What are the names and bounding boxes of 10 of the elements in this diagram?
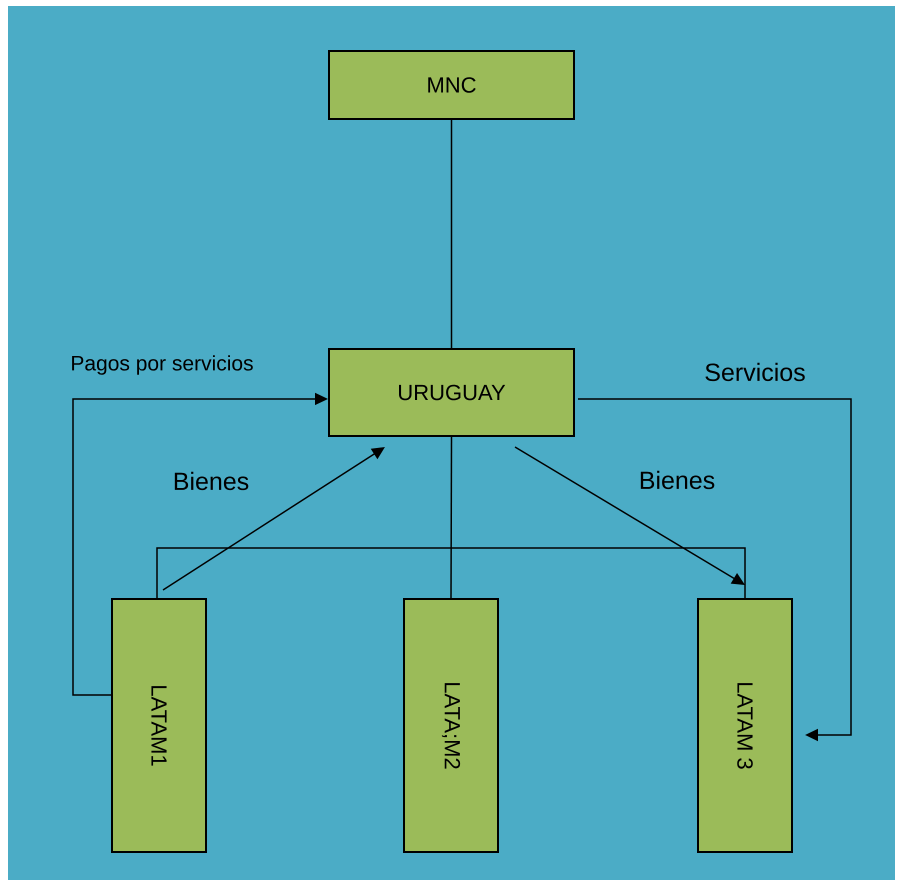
edge-label: Bienes (174, 472, 248, 490)
process-box: LATAM 3 (697, 598, 793, 853)
edge-label: Bienes (640, 470, 714, 490)
edge-label: Servicios (705, 362, 805, 382)
process-box: MNC (328, 50, 575, 120)
process-box: LATA;M2 (403, 598, 499, 853)
process-box: URUGUAY (328, 348, 575, 437)
edge-label: Pagos por servicios (72, 355, 253, 375)
arrow (578, 398, 852, 742)
process-box: LATAM1 (111, 598, 207, 853)
